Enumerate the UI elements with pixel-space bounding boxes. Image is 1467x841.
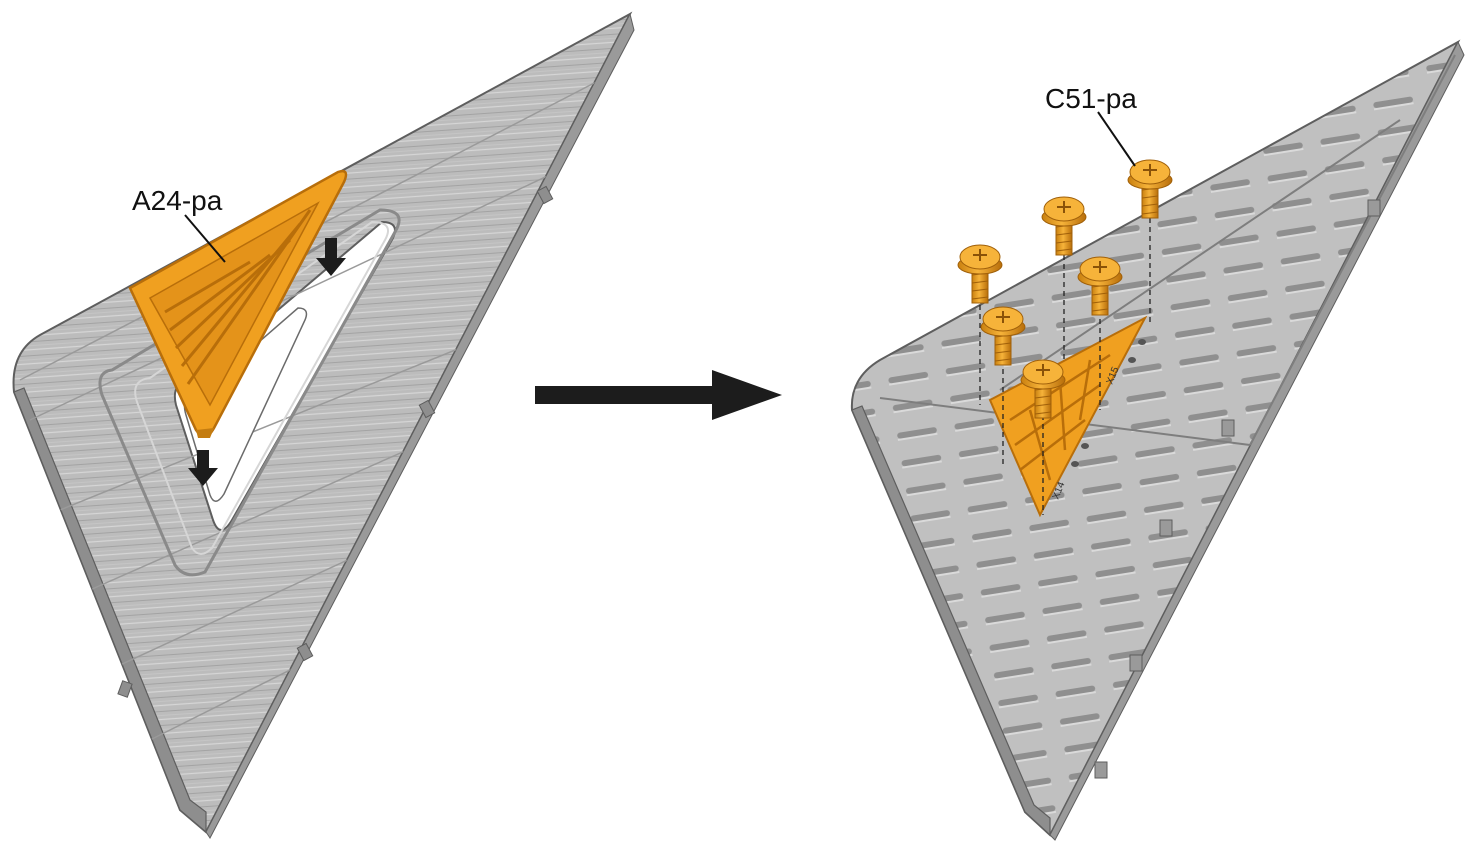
left-assembly: A24-pa [12,11,635,839]
screw-icon [1077,256,1123,316]
right-assembly: X15 X14 [850,39,1465,841]
screw-icon [1020,359,1066,419]
left-panel-body [12,11,633,834]
label-c51-pa: C51-pa [1045,83,1137,114]
screw-icon [980,306,1026,366]
left-hole-rim [98,208,401,577]
a24-leader-line [184,214,226,263]
screw-icon [957,244,1003,304]
down-arrow-icon [316,238,346,276]
down-arrow-icon [188,450,218,486]
screw-icon [1127,159,1173,219]
inserted-part-a24-pa: X15 X14 [988,315,1148,518]
screw-icon [1041,196,1087,256]
label-a24-pa: A24-pa [132,185,223,216]
screw-guide-lines [979,218,1151,515]
part-a24-pa [128,169,348,438]
left-panel-edge [13,387,207,834]
c51-leader-line [1097,111,1136,167]
right-arrow-icon [535,370,782,420]
